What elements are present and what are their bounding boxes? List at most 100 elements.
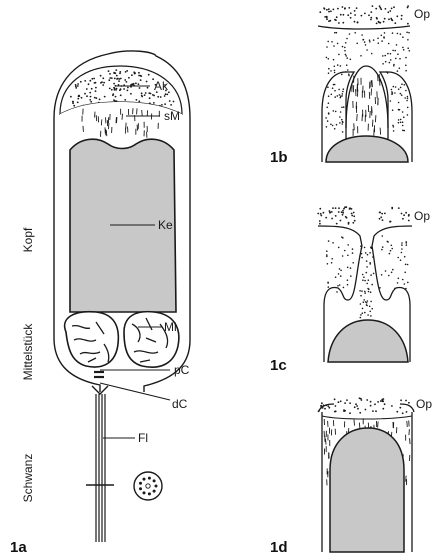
stipple-dot <box>400 251 403 254</box>
nucleus <box>69 138 177 313</box>
hatch-stroke <box>379 127 382 135</box>
stipple-dot <box>378 211 381 214</box>
stipple-dot <box>135 99 138 101</box>
stipple-dot <box>401 242 403 244</box>
stipple-dot <box>338 284 341 286</box>
label-dc: dC <box>172 397 188 411</box>
stipple-dot <box>382 398 385 400</box>
stipple-dot <box>164 103 167 105</box>
stipple-dot <box>333 45 335 47</box>
stipple-dot <box>76 85 79 87</box>
stipple-dot <box>395 44 398 46</box>
stipple-dot <box>362 301 365 304</box>
stipple-dot <box>405 64 407 67</box>
stipple-dot <box>326 46 328 48</box>
stipple-dot <box>320 404 322 407</box>
stipple-dot <box>119 77 122 80</box>
stipple-dot <box>356 21 359 24</box>
stipple-dot <box>318 220 321 222</box>
stipple-dot <box>133 71 136 74</box>
stipple-dot <box>331 41 333 43</box>
stipple-dot <box>359 411 362 414</box>
stipple-dot <box>333 83 336 86</box>
stipple-dot <box>405 69 407 72</box>
stipple-dot <box>327 405 330 407</box>
stipple-dot <box>361 307 364 310</box>
stipple-dot <box>353 10 356 12</box>
stipple-dot <box>333 398 336 401</box>
stipple-dot <box>383 403 386 406</box>
stipple-dot <box>342 88 345 90</box>
stipple-dot <box>342 211 345 214</box>
flagellum-cross-section <box>133 471 163 501</box>
stipple-dot <box>327 40 330 43</box>
microtubule-doublet <box>139 487 142 491</box>
stipple-dot <box>125 81 128 83</box>
stipple-dot <box>394 22 397 25</box>
stipple-dot <box>389 220 391 223</box>
egg-stipple-1c <box>317 206 410 225</box>
stipple-dot <box>399 86 402 89</box>
stipple-dot <box>152 102 155 104</box>
stipple-dot <box>372 39 375 41</box>
stipple-dot <box>327 72 330 74</box>
stipple-dot <box>364 292 367 294</box>
stipple-dot <box>363 246 366 249</box>
stipple-dot <box>395 57 397 60</box>
stipple-dot <box>391 405 393 407</box>
stipple-dot <box>364 279 366 282</box>
stipple-dot <box>381 246 384 248</box>
sperm-head-outline-1b-right <box>378 71 413 162</box>
stipple-dot <box>89 99 92 101</box>
stipple-dot <box>392 124 394 127</box>
stipple-dot <box>330 211 333 213</box>
stipple-dot <box>324 16 327 18</box>
stipple-dot <box>340 211 343 214</box>
stipple-dot <box>389 10 392 12</box>
stipple-dot <box>401 83 403 85</box>
stipple-dot <box>402 217 404 220</box>
stipple-dot <box>403 84 406 86</box>
stipple-dot <box>403 214 405 217</box>
sperm-head-outline-1c <box>323 245 363 362</box>
stipple-dot <box>378 5 381 7</box>
stipple-dot <box>118 80 120 82</box>
stipple-dot <box>384 7 387 10</box>
stipple-dot <box>366 300 369 302</box>
microtubule-doublet <box>152 489 156 493</box>
microtubule-doublet <box>139 481 142 485</box>
region-label-schwanz: Schwanz <box>21 454 35 503</box>
stipple-dot <box>399 33 402 35</box>
stipple-dot <box>393 63 395 66</box>
stipple-dot <box>370 11 373 14</box>
stipple-dot <box>371 283 374 286</box>
hatch-stroke <box>406 420 408 428</box>
stipple-dot <box>337 401 340 404</box>
stipple-dot <box>341 106 343 109</box>
stipple-dot <box>345 206 348 209</box>
stipple-dot <box>350 212 353 215</box>
stipple-dot <box>400 18 403 20</box>
stipple-dot <box>337 211 340 213</box>
stipple-dot <box>130 92 132 95</box>
stipple-dot <box>381 235 384 237</box>
stipple-dot <box>327 86 329 88</box>
stipple-dot <box>350 208 353 210</box>
stipple-dot <box>366 282 369 285</box>
figure-label-1a: 1a <box>10 539 27 556</box>
stipple-dot <box>365 302 368 304</box>
stipple-dot <box>371 307 374 310</box>
stipple-dot <box>143 94 146 96</box>
stipple-dot <box>334 89 336 92</box>
stipple-dot <box>95 86 97 89</box>
stipple-dot <box>317 212 320 215</box>
stipple-dot <box>319 212 322 215</box>
stipple-dot <box>381 219 384 222</box>
stipple-dot <box>342 90 344 93</box>
stipple-dot <box>369 41 371 43</box>
stipple-dot <box>381 399 384 402</box>
stipple-dot <box>400 94 403 96</box>
hatch-stroke <box>371 106 373 114</box>
stipple-dot <box>389 249 392 252</box>
stipple-dot <box>352 221 355 224</box>
